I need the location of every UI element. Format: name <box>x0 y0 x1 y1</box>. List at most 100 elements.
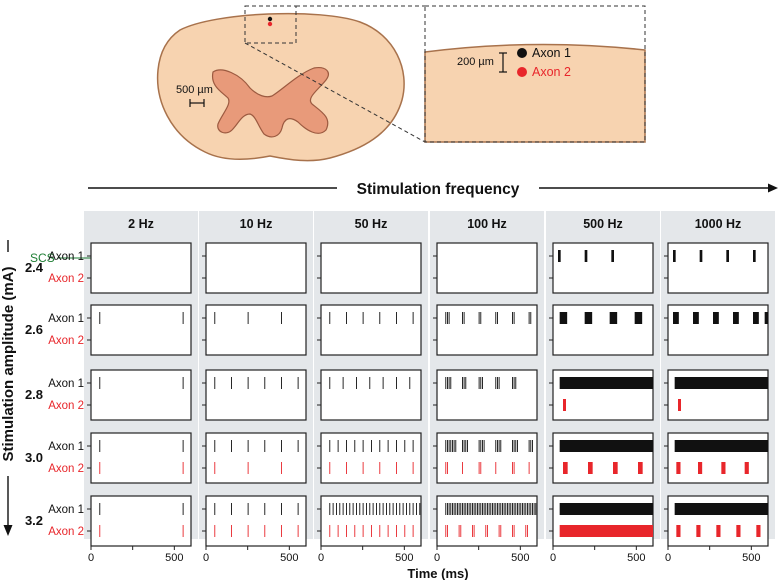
raster-panel <box>90 432 192 484</box>
axon-2-spike <box>297 525 299 537</box>
axon-1-spike <box>447 503 448 515</box>
axon-1-spike <box>477 503 478 515</box>
cord-scale-label: 500 µm <box>176 84 213 96</box>
axon-1-spike <box>329 440 331 452</box>
time-tick-label: 500 <box>627 552 645 564</box>
frequency-arrow-head <box>768 183 778 193</box>
row-label-axon-2: Axon 2 <box>48 463 84 475</box>
axon-2-spike <box>498 525 500 537</box>
axon-1-spike <box>369 377 371 389</box>
axon-1-spike <box>528 440 530 452</box>
raster-panel <box>320 495 422 547</box>
axon-2-spike <box>404 525 406 537</box>
time-tick-label: 0 <box>550 552 556 564</box>
row-label-axon-2: Axon 2 <box>48 400 84 412</box>
inset-scale-label: 200 µm <box>457 56 494 68</box>
axon-1-spike <box>673 312 679 324</box>
axon-1-spike <box>372 503 374 515</box>
axon-1-spike <box>450 377 452 389</box>
axon-1-spike <box>465 440 467 452</box>
axon-1-spike <box>764 312 768 324</box>
axon-1-spike <box>455 503 457 515</box>
axon-1-spike <box>510 503 512 515</box>
axon-1-spike <box>412 503 414 515</box>
zoom-box-small <box>244 5 297 44</box>
axon-2-spike <box>387 525 389 537</box>
axon-1-spike <box>409 503 411 515</box>
axon-1-spike <box>247 503 249 515</box>
axon-2-spike <box>445 525 447 537</box>
axon-1-spike <box>497 503 498 515</box>
axon-1-spike <box>214 440 216 452</box>
axon-1-spike <box>402 503 404 515</box>
axon-1-spike <box>500 440 502 452</box>
axon-1-spike <box>457 503 458 515</box>
axon-1-spike <box>483 503 485 515</box>
axon-1-spike <box>492 503 493 515</box>
axon-1-spike <box>281 440 282 452</box>
axon-1-spike <box>339 503 341 515</box>
axon-1-spike <box>382 377 384 389</box>
axon-1-spike <box>558 250 561 262</box>
time-axis-label: Time (ms) <box>407 566 468 580</box>
axon-1-spike <box>445 377 447 389</box>
raster-panel <box>320 369 422 421</box>
axon-2-spike <box>214 462 216 474</box>
axon-1-spike <box>264 440 266 452</box>
axon-1-spike <box>281 312 282 324</box>
time-tick-label: 0 <box>318 552 324 564</box>
axon-1-spike <box>396 377 397 389</box>
axon-1-spike <box>342 503 344 515</box>
axon-2-spike <box>559 525 653 537</box>
raster-panel <box>90 304 192 356</box>
axon-2-spike <box>281 525 282 537</box>
axon-2-spike <box>485 525 487 537</box>
axon-1-spike <box>513 377 515 389</box>
axon-2-spike <box>412 462 414 474</box>
axon-1-spike <box>346 440 347 452</box>
axon-2-spike <box>99 462 101 474</box>
axon-1-spike <box>99 312 101 324</box>
axon-1-spike <box>487 503 488 515</box>
axon-1-spike <box>337 440 339 452</box>
axon-1-spike <box>520 503 522 515</box>
axon-1-spike <box>475 503 477 515</box>
axon-2-spike <box>447 462 448 474</box>
axon-1-spike <box>462 312 463 324</box>
axon-1-spike <box>448 377 450 389</box>
axon-2-spike <box>247 525 249 537</box>
axon-1-spike <box>419 503 421 515</box>
amplitude-label: 2.4 <box>25 260 44 275</box>
axon-1-spike <box>386 503 387 515</box>
axon-2-spike <box>487 525 488 537</box>
axon-1-spike <box>611 250 614 262</box>
axon-1-spike <box>472 503 473 515</box>
axon-1-spike <box>515 440 517 452</box>
axon-1-spike <box>527 503 528 515</box>
row-label-axon-1: Axon 1 <box>48 504 84 516</box>
axon-2-spike <box>354 525 356 537</box>
axon-1-spike <box>463 440 465 452</box>
axon-1-spike <box>297 503 299 515</box>
raster-panel <box>320 304 422 356</box>
axon-1-spike <box>182 440 184 452</box>
axon-1-spike <box>470 503 472 515</box>
axon-1-spike <box>478 312 480 324</box>
axon-1-spike <box>455 440 457 452</box>
axon-1-spike <box>468 503 470 515</box>
axon-1-spike <box>366 503 367 515</box>
axon-1-spike <box>329 377 331 389</box>
frequency-label: 10 Hz <box>240 217 273 231</box>
axon-1-spike <box>480 503 482 515</box>
axon-2-spike <box>478 462 480 474</box>
axon-1-spike <box>356 377 357 389</box>
frequency-label: 2 Hz <box>128 217 154 231</box>
axon-2-spike <box>447 525 448 537</box>
scs-label: SCS <box>30 251 55 265</box>
row-label-axon-1: Axon 1 <box>48 441 84 453</box>
amplitude-label: 2.6 <box>25 322 43 337</box>
axon-2-spike <box>756 525 761 537</box>
axon-1-spike <box>396 312 397 324</box>
axon-1-spike <box>559 377 653 389</box>
axon-2-spike <box>512 462 513 474</box>
